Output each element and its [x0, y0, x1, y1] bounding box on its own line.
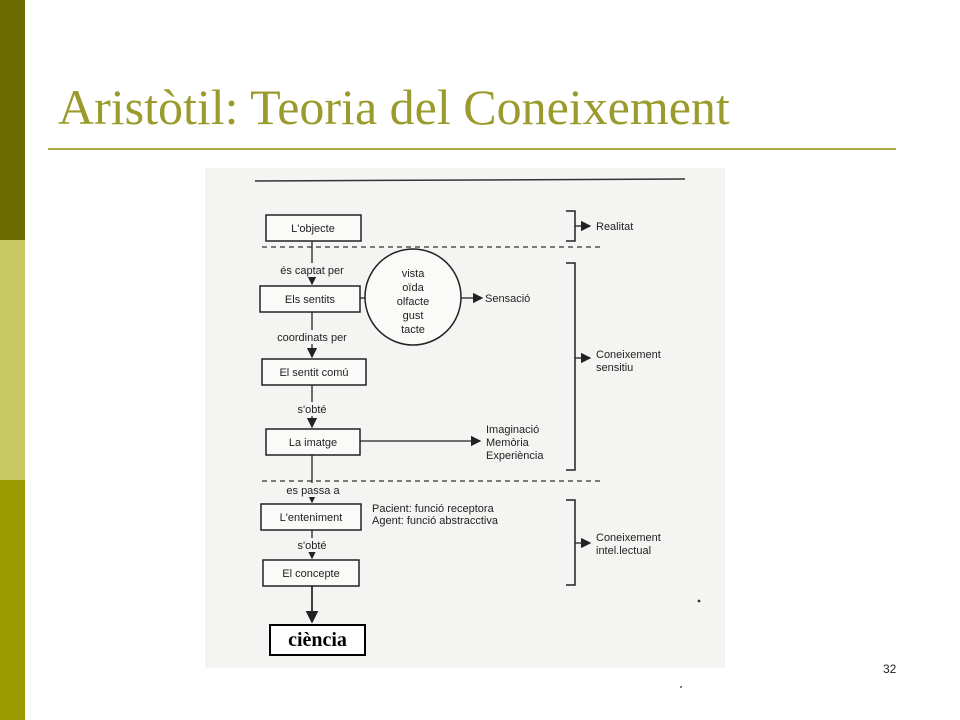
group-realitat: Realitat	[596, 221, 633, 233]
edge-label-captat: és captat per	[280, 265, 344, 277]
side-bar-medium	[0, 480, 25, 720]
node-imatge: La imatge	[265, 428, 361, 456]
side-bar-light	[0, 240, 25, 480]
node-concepte-label: El concepte	[282, 568, 339, 580]
node-sentits: Els sentits	[259, 285, 361, 313]
node-ciencia: ciència	[269, 624, 366, 656]
group-sensitiu-line1: Coneixement	[596, 349, 661, 361]
senses-circle: vista oïda olfacte gust tacte	[364, 248, 462, 346]
node-enteniment: L'enteniment	[260, 503, 362, 531]
side-bar-dark	[0, 0, 25, 240]
node-enteniment-label: L'enteniment	[280, 512, 343, 524]
edge-label-coordinats: coordinats per	[277, 332, 347, 344]
experiencia-label: Experiència	[486, 450, 544, 462]
agent-function: Agent: funció abstracctiva	[372, 515, 499, 527]
slide-title: Aristòtil: Teoria del Coneixement	[58, 79, 730, 135]
pacient-function: Pacient: funció receptora	[372, 503, 495, 515]
brace-intelectual	[566, 499, 576, 586]
page-number: 32	[883, 662, 897, 676]
edge-label-passa: es passa a	[286, 485, 340, 497]
node-sentit-comu-label: El sentit comú	[279, 367, 348, 379]
title-underline	[48, 148, 896, 150]
node-concepte: El concepte	[262, 559, 360, 587]
sense-olfacte: olfacte	[397, 296, 429, 308]
group-intelectual-line1: Coneixement	[596, 532, 661, 544]
imaginacio-label: Imaginació	[486, 424, 539, 436]
brace-realitat	[566, 210, 576, 242]
node-objecte-label: L'objecte	[291, 223, 335, 235]
group-sensitiu-line2: sensitiu	[596, 362, 633, 374]
sense-oida: oïda	[402, 282, 424, 294]
node-imatge-label: La imatge	[289, 437, 337, 449]
sensacio-label: Sensació	[485, 293, 530, 305]
sense-gust: gust	[403, 310, 424, 322]
edge-label-obte-1: s'obté	[297, 404, 326, 416]
sense-vista: vista	[402, 268, 426, 280]
node-objecte: L'objecte	[265, 214, 362, 242]
memoria-label: Memòria	[486, 437, 530, 449]
edge-label-obte-2: s'obté	[297, 540, 326, 552]
brace-sensitiu	[566, 262, 576, 471]
top-line	[254, 178, 686, 182]
node-sentits-label: Els sentits	[285, 294, 336, 306]
group-intelectual-line2: intel.lectual	[596, 545, 651, 557]
sense-tacte: tacte	[401, 324, 425, 336]
node-sentit-comu: El sentit comú	[261, 358, 367, 386]
